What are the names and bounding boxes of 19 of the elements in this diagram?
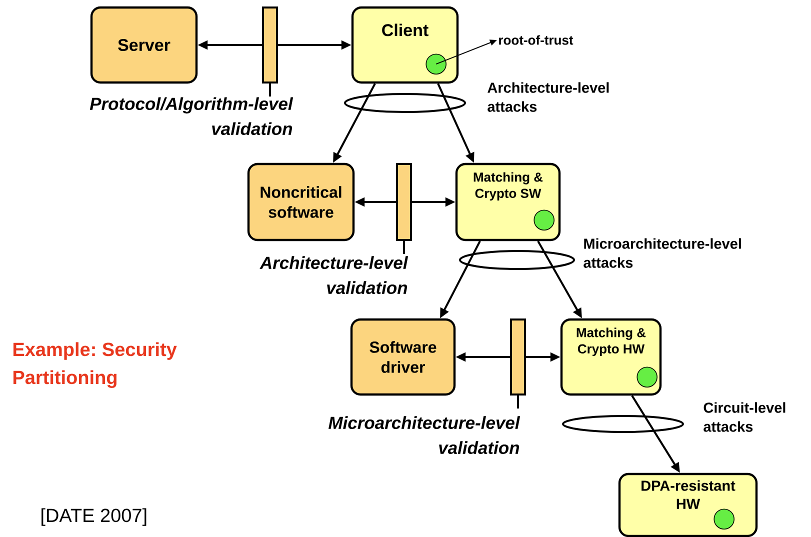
trust-dot (534, 210, 554, 230)
callout-label: root-of-trust (499, 35, 574, 45)
process-box: Matching & Crypto HW (560, 318, 662, 396)
validation-label: Microarchitecture-level validation (328, 416, 520, 454)
process-box: Matching & Crypto SW (455, 162, 561, 242)
validation-label: Architecture-level validation (260, 256, 408, 294)
trust-dot (636, 366, 658, 388)
process-box: Server (90, 6, 198, 84)
process-box: Software driver (350, 318, 456, 396)
attack-ellipse-drawing: Architecture-level attacks (344, 82, 609, 113)
trust-dot (714, 508, 734, 530)
citation-label: [DATE 2007] (42, 508, 146, 526)
process-box: DPA-resistant HW (618, 472, 758, 537)
process-box: Noncritical software (247, 162, 355, 242)
validation-label: Protocol/Algorithm-level validation (90, 97, 294, 136)
attack-ellipse-drawing: Circuit-level attacks (562, 402, 786, 433)
process-box: Client (351, 6, 459, 84)
heading-label: Example: Security Partitioning (13, 342, 177, 388)
trust-dot (426, 54, 446, 74)
